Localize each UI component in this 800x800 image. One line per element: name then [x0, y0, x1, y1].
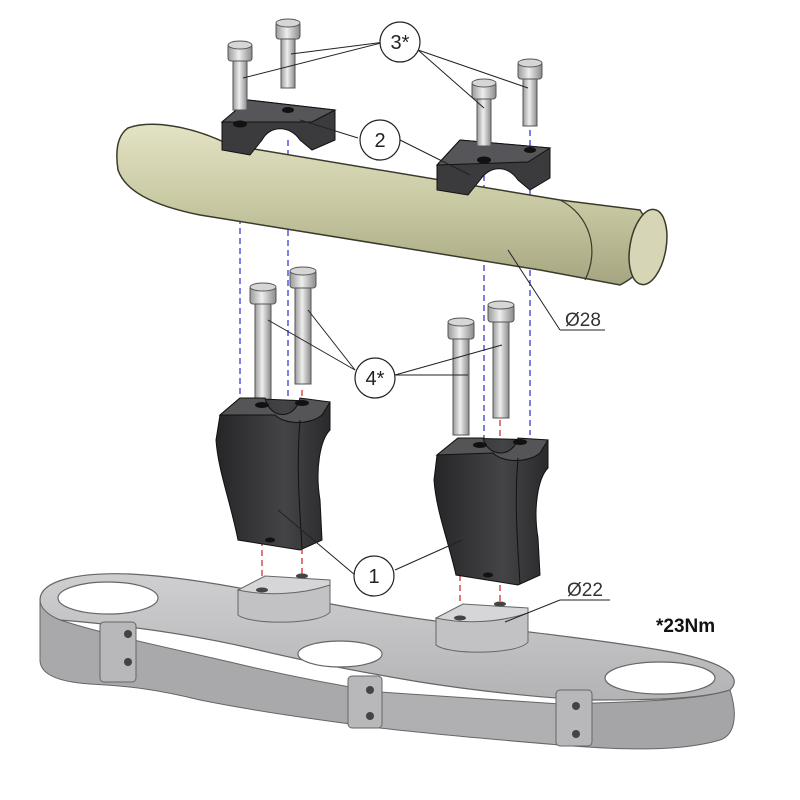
top-clamp-right — [435, 139, 552, 196]
leader-lines — [242, 41, 610, 623]
triple-clamp — [39, 573, 735, 750]
bolt — [289, 266, 317, 385]
riser-boss-right — [434, 601, 529, 653]
bolt — [249, 282, 277, 401]
bolt — [487, 300, 515, 419]
torque-note: *23Nm — [656, 616, 716, 637]
riser-right — [433, 437, 549, 586]
callout-2: 2 — [359, 119, 401, 161]
riser-boss-left — [236, 573, 331, 623]
callout-1-label: 1 — [368, 566, 379, 588]
callout-1: 1 — [353, 555, 395, 597]
steering-stem-hole — [297, 640, 383, 668]
callout-3: 3* — [379, 21, 421, 63]
fork-tube-hole-left — [57, 581, 159, 615]
bolt — [227, 40, 253, 111]
top-bolts — [227, 18, 543, 147]
callout-3-label: 3* — [391, 32, 410, 54]
callout-4-label: 4* — [366, 368, 385, 390]
clamp-diameter-label: Ø22 — [567, 580, 603, 601]
bolt — [447, 317, 475, 436]
bolt — [517, 58, 543, 127]
bolt — [275, 18, 301, 89]
bar-diameter-label: Ø28 — [565, 310, 601, 331]
riser-left — [215, 397, 331, 551]
riser-bolts — [249, 266, 515, 436]
callout-2-label: 2 — [374, 130, 385, 152]
fork-tube-hole-right — [604, 661, 716, 695]
handlebar-tube — [116, 123, 652, 286]
handlebar — [116, 123, 668, 286]
bolt — [471, 78, 497, 147]
handlebar-end — [628, 208, 668, 286]
top-clamp-left — [220, 99, 337, 156]
callout-4: 4* — [354, 357, 396, 399]
handlebar-bend-edge — [559, 199, 593, 281]
